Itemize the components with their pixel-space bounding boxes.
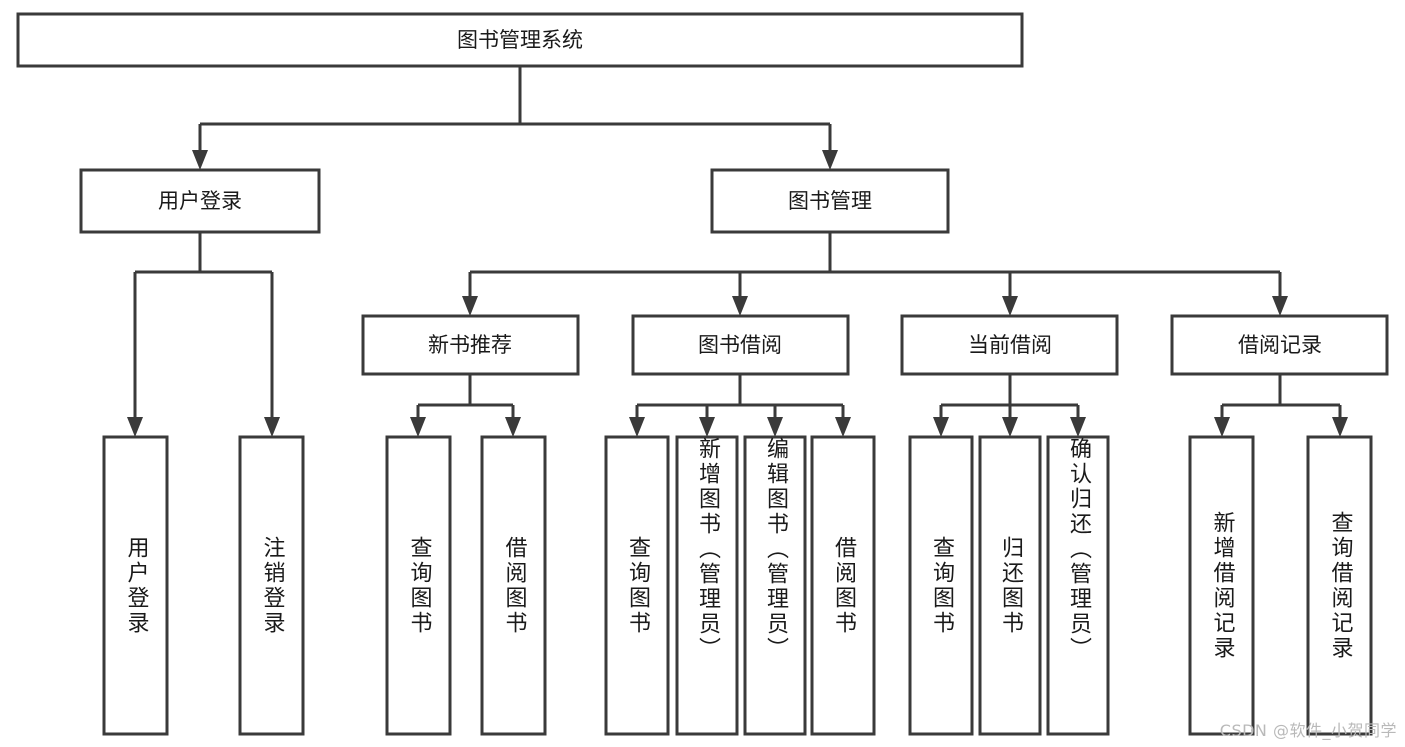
arrowhead-br-leaf-1 — [1214, 417, 1230, 437]
node-book-manage[interactable]: 图书管理 — [710, 168, 950, 234]
arrowhead-br-leaf-2 — [1332, 417, 1348, 437]
leaf-box-nb-borrow[interactable] — [480, 435, 547, 736]
leaf-box-bb-borrow[interactable] — [810, 435, 876, 736]
leaf-box-bb-add[interactable] — [675, 435, 739, 736]
root-box[interactable] — [16, 12, 1024, 68]
arrowhead-leaf-user-login — [127, 417, 143, 437]
leaf-box-cb-confirm[interactable] — [1046, 435, 1110, 736]
node-book-borrow[interactable]: 图书借阅 — [631, 314, 850, 376]
arrowhead-borrow-record — [1272, 296, 1288, 316]
leaf-box-bb-query[interactable] — [604, 435, 670, 736]
borrow-record-label: 借阅记录 — [1238, 333, 1322, 357]
arrowhead-cb-leaf-1 — [933, 417, 949, 437]
new-book-label: 新书推荐 — [428, 333, 512, 357]
arrowhead-nb-leaf-1 — [410, 417, 426, 437]
node-root[interactable]: 图书管理系统 — [16, 12, 1024, 68]
current-borrow-box[interactable] — [900, 314, 1119, 376]
connector-layer — [127, 66, 1348, 437]
leaf-box-bb-edit[interactable] — [743, 435, 807, 736]
arrowhead-current-borrow — [1002, 296, 1018, 316]
arrowhead-bb-leaf-3 — [767, 417, 783, 437]
new-book-box[interactable] — [361, 314, 580, 376]
book-manage-label: 图书管理 — [788, 189, 872, 213]
arrowhead-bb-leaf-2 — [699, 417, 715, 437]
book-borrow-box[interactable] — [631, 314, 850, 376]
book-borrow-label: 图书借阅 — [698, 333, 782, 357]
arrowhead-cb-leaf-2 — [1002, 417, 1018, 437]
arrowhead-user-login — [192, 150, 208, 170]
book-manage-box[interactable] — [710, 168, 950, 234]
node-borrow-record[interactable]: 借阅记录 — [1170, 314, 1389, 376]
leaf-box-nb-query[interactable] — [385, 435, 452, 736]
node-user-login[interactable]: 用户登录 — [79, 168, 321, 234]
user-login-label: 用户登录 — [158, 189, 242, 213]
arrowhead-bb-leaf-1 — [629, 417, 645, 437]
leaf-box-layer — [102, 435, 1373, 736]
arrowhead-new-book — [462, 296, 478, 316]
leaf-box-cb-return[interactable] — [978, 435, 1042, 736]
arrowhead-bb-leaf-4 — [835, 417, 851, 437]
borrow-record-box[interactable] — [1170, 314, 1389, 376]
arrowhead-book-manage — [822, 150, 838, 170]
leaf-box-cb-query[interactable] — [908, 435, 974, 736]
leaf-box-user-login[interactable] — [102, 435, 169, 736]
arrowhead-leaf-logout — [264, 417, 280, 437]
root-label: 图书管理系统 — [457, 28, 583, 52]
current-borrow-label: 当前借阅 — [968, 333, 1052, 357]
node-new-book-recommend[interactable]: 新书推荐 — [361, 314, 580, 376]
user-login-box[interactable] — [79, 168, 321, 234]
leaf-box-br-add[interactable] — [1188, 435, 1255, 736]
leaf-box-br-query[interactable] — [1306, 435, 1373, 736]
leaf-box-logout[interactable] — [238, 435, 305, 736]
arrowhead-cb-leaf-3 — [1070, 417, 1086, 437]
arrowhead-book-borrow — [732, 296, 748, 316]
node-current-borrow[interactable]: 当前借阅 — [900, 314, 1119, 376]
arrowhead-nb-leaf-2 — [505, 417, 521, 437]
